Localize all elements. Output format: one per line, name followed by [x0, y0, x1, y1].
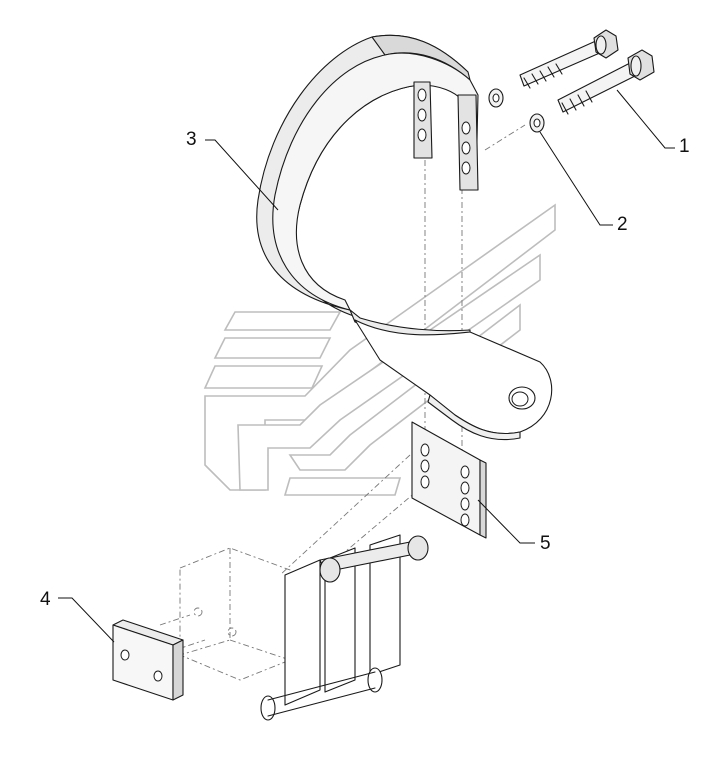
leader-line-2	[539, 131, 613, 226]
plate-hole-icon	[420, 443, 430, 457]
washers-part-2	[488, 88, 545, 133]
clamp-plate-part-5	[411, 421, 487, 539]
plate-hole-icon	[461, 121, 471, 135]
plate-hole-icon	[420, 475, 430, 489]
plate-hole-icon	[460, 481, 470, 495]
hitch-frame-assembly	[179, 534, 429, 721]
callout-labels: 1 2 3 4 5	[40, 129, 690, 610]
pad-part-4	[112, 619, 184, 701]
washer-hole-icon	[492, 93, 500, 103]
plate-hole-icon	[420, 459, 430, 473]
callout-1: 1	[679, 136, 690, 157]
pad-hole-icon	[153, 670, 163, 682]
callout-2: 2	[617, 214, 628, 235]
plate-hole-icon	[460, 497, 470, 511]
washer-hole-icon	[533, 118, 541, 128]
plate-hole-icon	[461, 161, 471, 175]
plate-hole-icon	[417, 128, 427, 142]
leader-line-4	[58, 597, 115, 643]
plate-hole-icon	[417, 88, 427, 102]
bolts-part-1	[519, 29, 655, 115]
callout-5: 5	[540, 533, 551, 554]
mounting-bracket-arm	[354, 319, 553, 441]
leader-line-1	[616, 89, 675, 149]
leader-line-5	[477, 499, 535, 544]
leader-lines	[58, 89, 675, 643]
plate-hole-icon	[417, 108, 427, 122]
pad-hole-icon	[120, 649, 130, 661]
bracket-eye-icon	[511, 391, 529, 407]
plate-hole-icon	[460, 513, 470, 527]
callout-4: 4	[40, 589, 51, 610]
callout-3: 3	[186, 129, 197, 150]
leader-line-3	[205, 139, 279, 211]
plate-hole-icon	[460, 465, 470, 479]
plate-hole-icon	[461, 141, 471, 155]
